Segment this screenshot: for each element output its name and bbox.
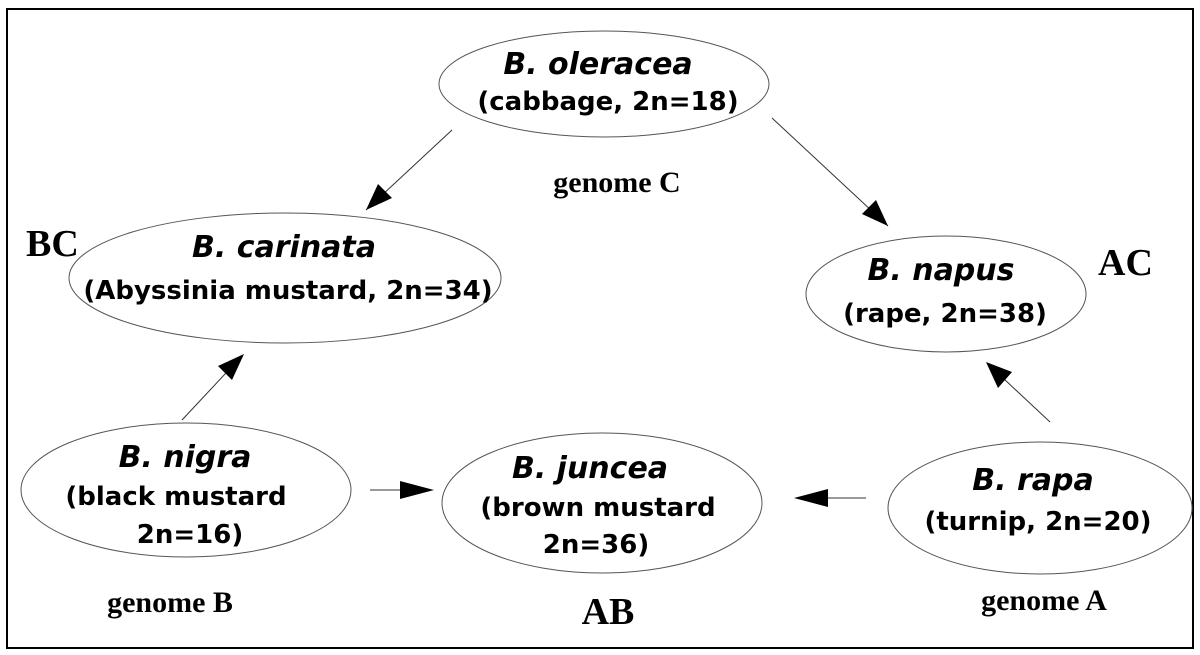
hybrid-code-ac: AC [1098,242,1153,284]
ellipse-juncea [441,432,763,574]
node-carinata: B. carinata (Abyssinia mustard, 2n=34) [68,212,502,344]
arrowhead-rapa-to-juncea [794,489,828,507]
species-name: B. rapa [972,463,1093,498]
species-detail: (cabbage, 2n=18) [477,87,738,117]
species-name: B. carinata [192,230,376,265]
arrowhead-oleracea-to-carinata [366,184,392,210]
ellipse-napus [805,235,1087,353]
arrowhead-nigra-to-juncea [400,481,434,499]
node-rapa: B. rapa (turnip, 2n=20) [887,441,1193,575]
arrowhead-oleracea-to-napus [862,200,888,226]
arrowhead-nigra-to-carinata [218,354,244,380]
node-oleracea: B. oleracea (cabbage, 2n=18) [438,30,770,138]
species-name: B. napus [868,253,1015,288]
diagram-frame [6,8,1194,649]
species-name: B. oleracea [503,47,692,82]
species-detail-2: 2n=16) [137,520,243,550]
node-nigra: B. nigra (black mustard 2n=16) [20,422,352,558]
ellipse-oleracea [438,30,770,138]
species-name: B. nigra [119,440,252,475]
species-detail-2: 2n=36) [543,530,649,560]
genome-a-label: genome A [981,584,1107,617]
species-detail: (rape, 2n=38) [843,299,1047,329]
arrows [181,117,1051,507]
species-detail: (brown mustard [480,493,715,523]
hybrid-code-bc: BC [26,223,79,265]
arrowhead-rapa-to-napus [986,362,1012,388]
species-name: B. juncea [512,451,668,486]
node-juncea: B. juncea (brown mustard 2n=36) [441,432,763,574]
species-detail: (black mustard [65,482,286,512]
species-detail: (Abyssinia mustard, 2n=34) [83,276,492,306]
node-napus: B. napus (rape, 2n=38) [805,235,1087,353]
species-detail: (turnip, 2n=20) [924,507,1151,537]
ellipse-carinata [68,212,502,344]
genome-b-label: genome B [107,586,233,619]
genome-c-label: genome C [553,166,680,199]
ellipse-nigra [20,422,352,558]
ellipse-rapa [887,441,1193,575]
hybrid-code-ab: AB [582,591,635,633]
